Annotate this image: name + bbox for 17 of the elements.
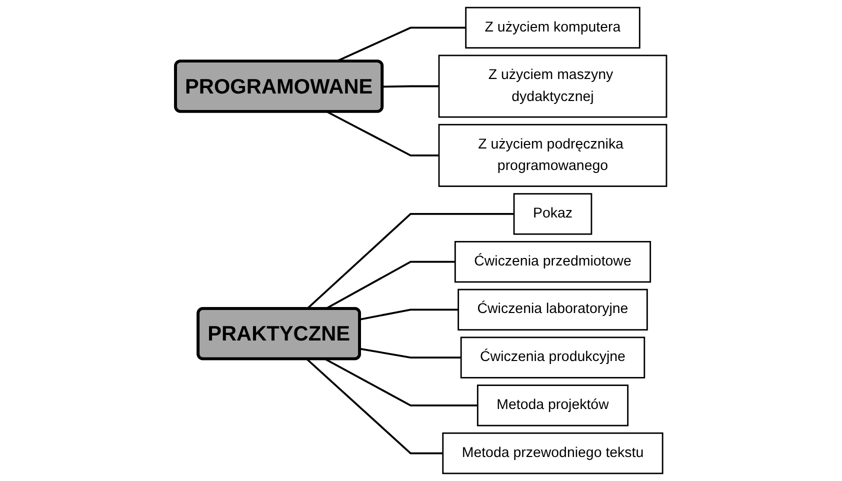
node-box: Ćwiczenia laboratoryjne <box>458 288 648 331</box>
node-box: Z użyciem maszyny dydaktycznej <box>438 54 668 118</box>
connector <box>306 213 514 310</box>
node-box: Z użyciem podręcznika programowanego <box>438 124 668 187</box>
node-box: Metoda przewodniego tekstu <box>442 432 664 474</box>
connector <box>326 111 439 156</box>
connector <box>306 358 443 454</box>
connector <box>382 85 439 88</box>
node-box: Z użyciem komputera <box>465 6 640 49</box>
connector <box>324 260 456 310</box>
node-box: Pokaz <box>513 193 592 235</box>
node-box: Metoda projektów <box>476 384 629 426</box>
node-box: Ćwiczenia przedmiotowe <box>454 240 652 283</box>
connector <box>360 348 462 358</box>
connector <box>324 358 478 406</box>
node-box: Ćwiczenia produkcyjne <box>460 336 646 378</box>
connector <box>360 308 458 320</box>
